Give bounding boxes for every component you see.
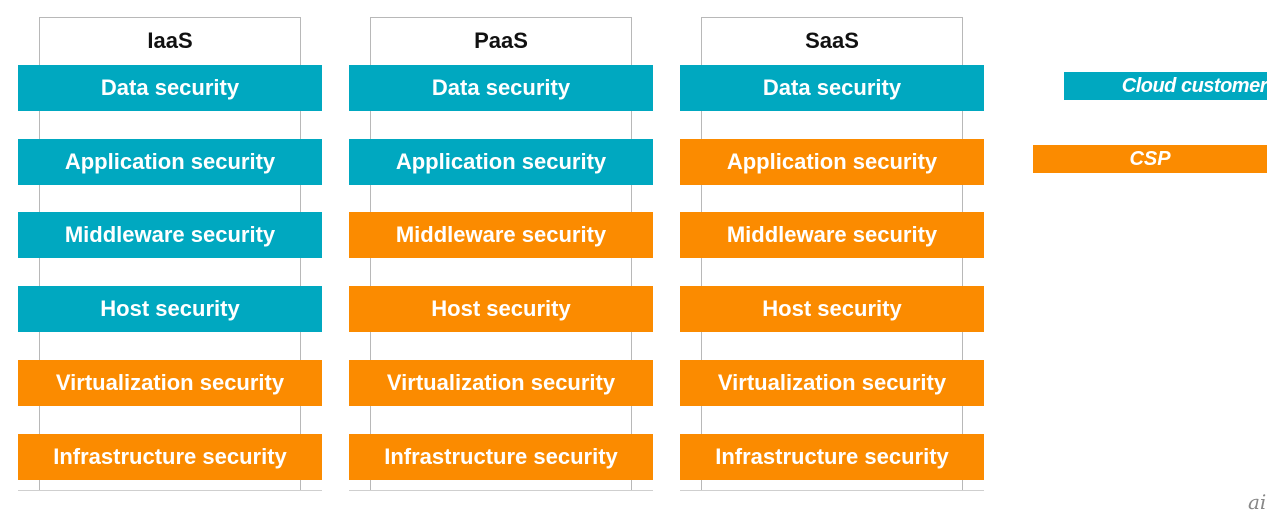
layer-infrastructure-security: Infrastructure security: [680, 434, 984, 480]
layer-virtualization-security: Virtualization security: [349, 360, 653, 406]
column-title: SaaS: [805, 28, 859, 53]
layer-middleware-security: Middleware security: [349, 212, 653, 258]
layer-virtualization-security: Virtualization security: [680, 360, 984, 406]
column-baseline: [18, 490, 322, 491]
layer-host-security: Host security: [349, 286, 653, 332]
layer-middleware-security: Middleware security: [18, 212, 322, 258]
layer-virtualization-security: Virtualization security: [18, 360, 322, 406]
column-baseline: [349, 490, 653, 491]
layer-data-security: Data security: [680, 65, 984, 111]
layer-infrastructure-security: Infrastructure security: [349, 434, 653, 480]
layer-data-security: Data security: [18, 65, 322, 111]
layer-data-security: Data security: [349, 65, 653, 111]
layer-application-security: Application security: [349, 139, 653, 185]
column-title: PaaS: [474, 28, 528, 53]
column-baseline: [680, 490, 984, 491]
layer-host-security: Host security: [680, 286, 984, 332]
legend-csp: CSP: [1033, 145, 1267, 173]
layer-middleware-security: Middleware security: [680, 212, 984, 258]
layer-host-security: Host security: [18, 286, 322, 332]
legend-cloud-customer: Cloud customer: [1064, 72, 1267, 100]
layer-infrastructure-security: Infrastructure security: [18, 434, 322, 480]
layer-application-security: Application security: [680, 139, 984, 185]
layer-application-security: Application security: [18, 139, 322, 185]
column-title: IaaS: [147, 28, 193, 53]
ai-logo-icon: ai: [1248, 490, 1267, 514]
